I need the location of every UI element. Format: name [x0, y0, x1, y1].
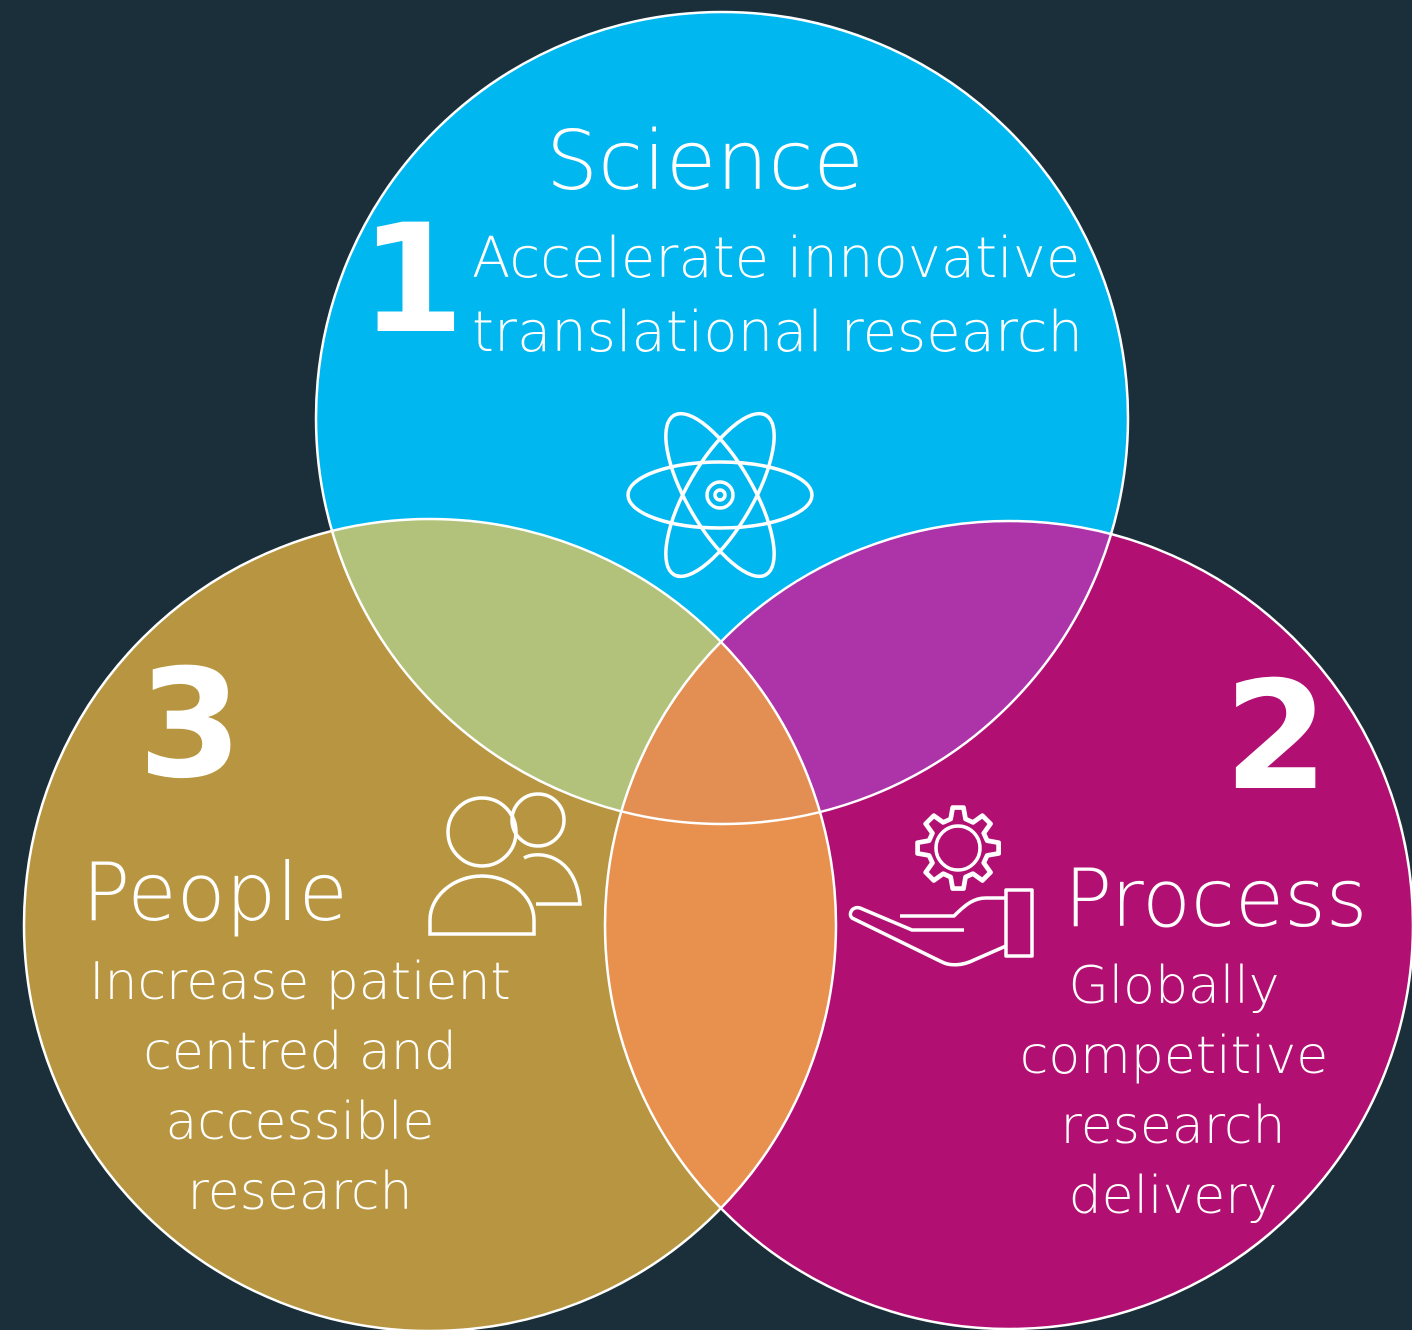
process-description-line-3: research — [1060, 1096, 1286, 1156]
process-description-line-1: Globally — [1068, 956, 1280, 1016]
process-description-line-4: delivery — [1068, 1166, 1278, 1226]
people-description-line-4: research — [187, 1162, 413, 1222]
science-description-line-1: Accelerate innovative — [472, 226, 1081, 291]
science-process-overlap — [605, 521, 1128, 824]
science-description-line-2: translational research — [472, 300, 1084, 365]
hand-gear-icon — [846, 790, 1042, 976]
people-description-line-2: centred and — [143, 1022, 457, 1082]
atom-icon — [624, 392, 816, 602]
science-people-overlap — [316, 519, 836, 824]
process-number: 2 — [1224, 650, 1329, 824]
science-number: 1 — [360, 193, 465, 367]
people-title: People — [82, 846, 348, 939]
people-number: 3 — [138, 638, 243, 812]
people-icon — [424, 788, 584, 938]
process-title: Process — [1064, 852, 1368, 945]
process-outline — [603, 519, 1412, 1330]
people-description-line-1: Increase patient — [89, 952, 511, 1012]
process-description-line-2: competitive — [1019, 1026, 1329, 1086]
science-outline — [314, 10, 1130, 826]
people-description-line-3: accessible — [165, 1092, 435, 1152]
science-title: Science — [546, 114, 864, 209]
people-outline — [22, 517, 838, 1330]
